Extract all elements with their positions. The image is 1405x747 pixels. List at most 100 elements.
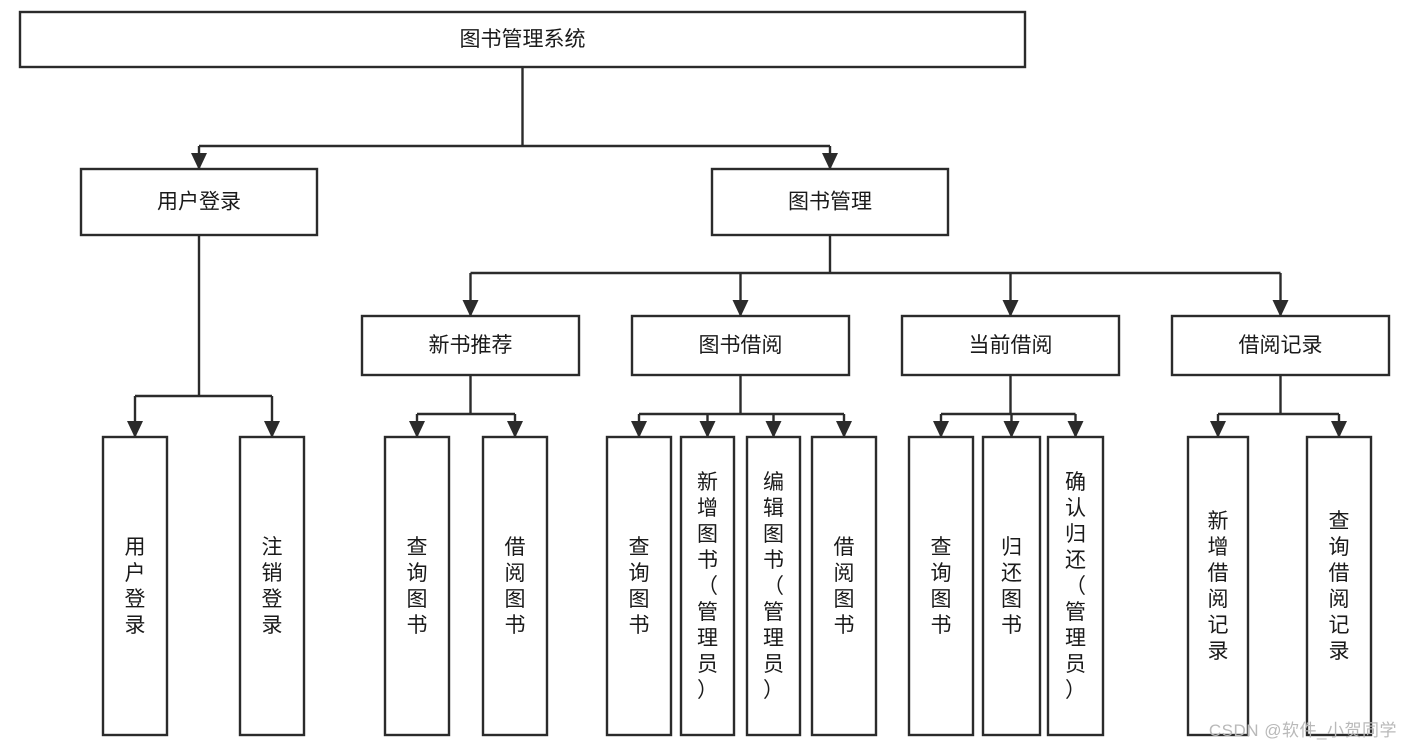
node-leaf-user-login[interactable]: [101, 435, 169, 737]
node-leaf-add-book[interactable]: [679, 435, 736, 737]
svg-text:（: （: [697, 575, 718, 598]
node-leaf-query-record[interactable]: [1305, 435, 1373, 737]
arrow-head-icon: [631, 421, 647, 438]
svg-text:增: 增: [1208, 536, 1229, 559]
node-current-borrow[interactable]: [900, 314, 1121, 377]
node-leaf-query-book-2[interactable]: [605, 435, 673, 737]
arrow-head-icon: [409, 421, 425, 438]
arrow-head-icon: [127, 421, 143, 438]
node-leaf-borrow-book-1[interactable]: [481, 435, 549, 737]
svg-text:阅: 阅: [1329, 588, 1350, 611]
node-boxes: [18, 10, 1391, 737]
label-current-borrow: 当前借阅: [969, 334, 1053, 357]
svg-text:图: 图: [505, 588, 526, 611]
svg-text:辑: 辑: [763, 497, 784, 520]
svg-text:查: 查: [1329, 510, 1350, 533]
svg-text:管: 管: [1065, 601, 1086, 624]
svg-text:登: 登: [262, 588, 283, 611]
node-leaf-confirm-return[interactable]: [1046, 435, 1105, 737]
svg-text:查: 查: [931, 536, 952, 559]
label-leaf-user-login: 用户登录: [125, 536, 146, 637]
node-leaf-query-book-3[interactable]: [907, 435, 975, 737]
svg-text:询: 询: [629, 562, 650, 585]
node-book-manage[interactable]: [710, 167, 950, 237]
node-leaf-add-record[interactable]: [1186, 435, 1250, 737]
node-leaf-query-book-1[interactable]: [383, 435, 451, 737]
svg-text:用: 用: [125, 536, 146, 559]
arrow-head-icon: [264, 421, 280, 438]
svg-text:书: 书: [763, 549, 784, 572]
arrow-head-icon: [836, 421, 852, 438]
svg-text:员: 员: [1065, 653, 1086, 676]
arrow-head-icon: [1272, 300, 1289, 317]
arrow-head-icon: [699, 421, 716, 438]
node-leaf-user-logout[interactable]: [238, 435, 306, 737]
svg-text:阅: 阅: [505, 562, 526, 585]
svg-text:新: 新: [697, 471, 718, 494]
svg-text:销: 销: [262, 562, 283, 585]
svg-text:书: 书: [697, 549, 718, 572]
svg-text:图: 图: [763, 523, 784, 546]
arrow-head-icon: [1210, 421, 1226, 438]
node-user-login[interactable]: [79, 167, 319, 237]
arrow-head-icon: [1331, 421, 1347, 438]
svg-text:理: 理: [697, 627, 718, 650]
svg-text:查: 查: [629, 536, 650, 559]
svg-text:图: 图: [407, 588, 428, 611]
svg-text:书: 书: [505, 614, 526, 637]
arrow-head-icon: [1003, 421, 1020, 438]
svg-text:图: 图: [834, 588, 855, 611]
arrow-head-icon: [765, 421, 782, 438]
node-root-图书管理系统[interactable]: [18, 10, 1027, 69]
arrow-head-icon: [732, 300, 749, 317]
svg-text:管: 管: [697, 601, 718, 624]
arrow-head-icon: [933, 421, 949, 438]
svg-text:书: 书: [1001, 614, 1022, 637]
node-labels: 图书管理系统用户登录图书管理新书推荐图书借阅当前借阅借阅记录用户登录注销登录查询…: [125, 28, 1350, 702]
svg-text:询: 询: [407, 562, 428, 585]
node-book-borrow[interactable]: [630, 314, 851, 377]
svg-text:记: 记: [1329, 614, 1350, 637]
svg-text:归: 归: [1065, 523, 1086, 546]
svg-text:借: 借: [1329, 562, 1350, 585]
node-label-root: 图书管理系统: [460, 28, 586, 51]
svg-text:图: 图: [1001, 588, 1022, 611]
node-borrow-record[interactable]: [1170, 314, 1391, 377]
arrow-head-icon: [822, 153, 838, 170]
svg-text:编: 编: [763, 471, 784, 494]
arrow-head-icon: [191, 153, 207, 170]
svg-text:管: 管: [763, 601, 784, 624]
arrow-head-icon: [507, 421, 523, 438]
node-new-book-rec[interactable]: [360, 314, 581, 377]
label-user-login: 用户登录: [157, 191, 241, 214]
svg-text:书: 书: [834, 614, 855, 637]
arrow-head-icon: [1067, 421, 1084, 438]
svg-text:员: 员: [697, 653, 718, 676]
svg-text:图: 图: [931, 588, 952, 611]
svg-text:理: 理: [763, 627, 784, 650]
label-book-manage: 图书管理: [788, 191, 872, 214]
node-leaf-edit-book[interactable]: [745, 435, 802, 737]
svg-text:图: 图: [697, 523, 718, 546]
svg-text:还: 还: [1065, 549, 1086, 572]
svg-text:录: 录: [262, 614, 283, 637]
svg-text:询: 询: [931, 562, 952, 585]
svg-text:新: 新: [1208, 510, 1229, 533]
node-leaf-borrow-book-2[interactable]: [810, 435, 878, 737]
svg-text:借: 借: [834, 536, 855, 559]
svg-text:员: 员: [763, 653, 784, 676]
svg-text:借: 借: [505, 536, 526, 559]
node-leaf-return-book[interactable]: [981, 435, 1042, 737]
svg-text:理: 理: [1065, 627, 1086, 650]
svg-text:询: 询: [1329, 536, 1350, 559]
